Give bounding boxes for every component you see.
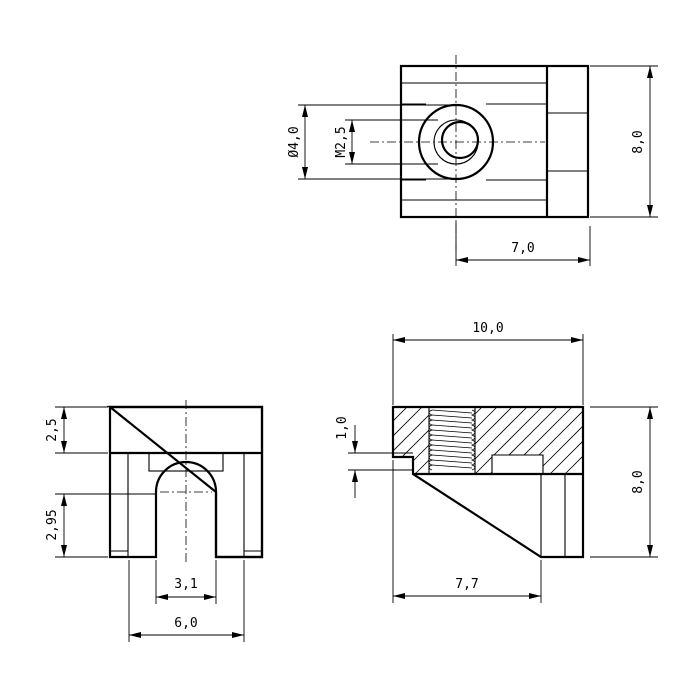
side-section-dimensions: 10,0 1,0 8,0 7,7 xyxy=(335,321,658,603)
dim-cap-height: 2,5 xyxy=(45,418,60,441)
section-step xyxy=(491,454,544,474)
dim-side-length: 10,0 xyxy=(472,321,503,336)
dim-bore-diameter: Ø4,0 xyxy=(287,126,302,157)
side-section-outline xyxy=(391,405,585,559)
end-view-profile xyxy=(108,405,264,559)
dim-lip-height: 1,0 xyxy=(335,416,350,439)
end-view-dimensions: 2,5 2,95 3,1 6,0 xyxy=(45,406,245,642)
side-section-view xyxy=(391,405,585,559)
dim-slot-width: 3,1 xyxy=(174,577,197,592)
end-view xyxy=(106,400,264,565)
dim-top-height: 8,0 xyxy=(631,130,646,153)
dim-slot-height: 2,95 xyxy=(45,509,60,540)
top-view-dimensions: 8,0 7,0 Ø4,0 M2,5 xyxy=(287,65,658,266)
top-view-outline xyxy=(399,64,590,219)
dim-base-length: 7,7 xyxy=(455,577,478,592)
thread-profile xyxy=(428,409,476,471)
dim-top-width: 7,0 xyxy=(511,241,534,256)
top-view xyxy=(370,55,590,250)
dim-thread: M2,5 xyxy=(334,126,349,157)
dim-end-width: 6,0 xyxy=(174,616,197,631)
thread-minor-circle xyxy=(440,120,480,160)
dim-side-height: 8,0 xyxy=(631,470,646,493)
